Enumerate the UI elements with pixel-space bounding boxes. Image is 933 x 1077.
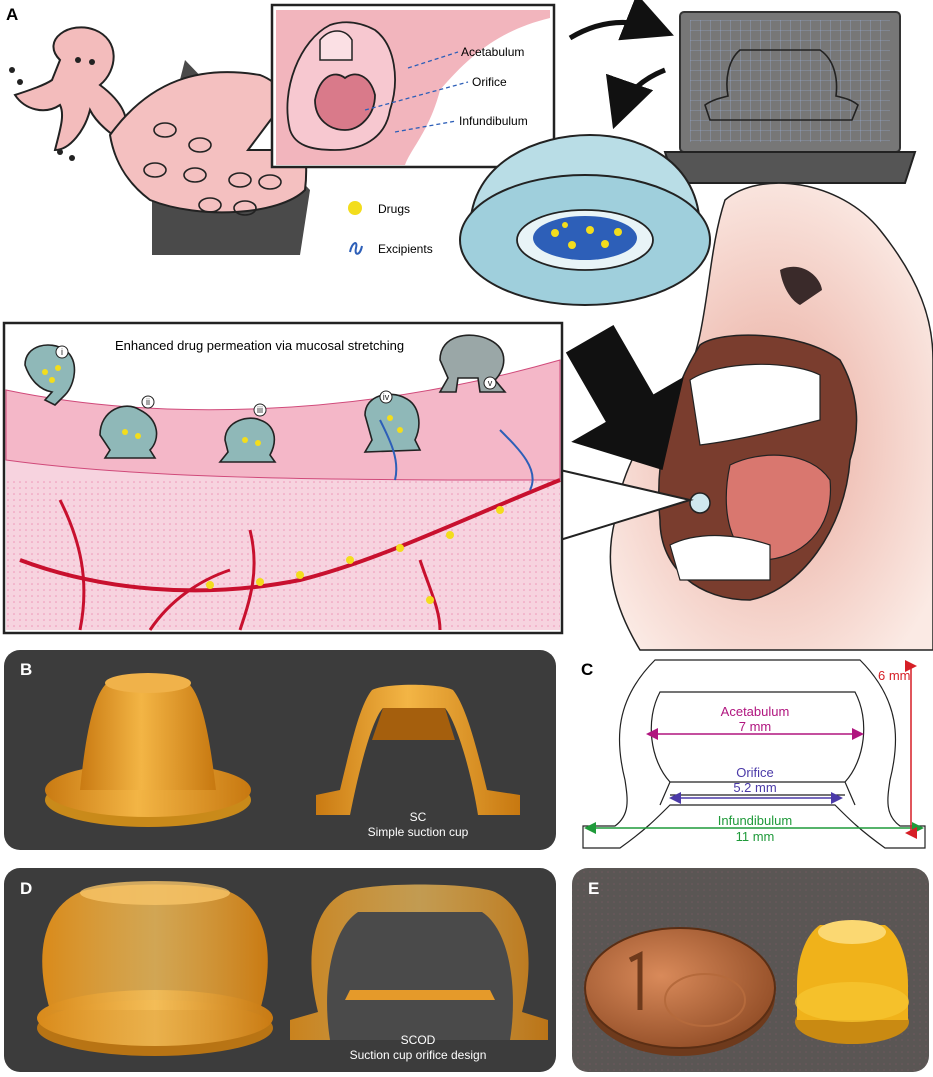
octopus-illustration xyxy=(9,26,127,161)
sc-name: Simple suction cup xyxy=(368,825,469,839)
dim-orifice-label: Orifice xyxy=(736,765,774,780)
stage-v: v xyxy=(488,378,493,388)
panel-b-label: B xyxy=(20,660,32,679)
sc-cup-render xyxy=(45,673,251,827)
printed-device-photo xyxy=(795,920,909,1044)
suction-device-illustration xyxy=(459,133,711,306)
scod-cup-render xyxy=(37,881,273,1056)
label-acetabulum: Acetabulum xyxy=(461,45,524,59)
scod-code: SCOD xyxy=(401,1033,436,1047)
sc-code: SC xyxy=(410,810,427,824)
sc-cup-cross-section xyxy=(316,684,520,815)
application-arrow-icon xyxy=(565,325,684,470)
panel-c-label: C xyxy=(581,660,593,679)
panel-d-label: D xyxy=(20,879,32,898)
tentacle-illustration xyxy=(108,60,310,255)
stage-iv: iv xyxy=(383,392,390,402)
legend-drugs: Drugs xyxy=(378,202,410,216)
scod-cup-cross-section xyxy=(290,884,548,1040)
permeation-title: Enhanced drug permeation via mucosal str… xyxy=(115,338,404,353)
permeation-panel: Enhanced drug permeation via mucosal str… xyxy=(2,321,694,635)
arrow-to-laptop-icon xyxy=(568,0,674,41)
dim-orifice-value: 5.2 mm xyxy=(733,780,776,795)
face-illustration xyxy=(609,182,933,651)
excipient-marker-icon xyxy=(349,242,363,255)
applied-device-icon xyxy=(689,492,711,514)
stage-i: i xyxy=(61,347,63,357)
laptop-illustration xyxy=(663,11,917,184)
legend: Drugs Excipients xyxy=(348,201,433,256)
label-infundibulum: Infundibulum xyxy=(459,114,528,128)
panel-c: C Acetabulum 7 mm Orifice 5.2 mm Infundi… xyxy=(581,659,926,849)
dim-acetabulum-label: Acetabulum xyxy=(721,704,790,719)
stage-ii: ii xyxy=(146,397,150,407)
label-orifice: Orifice xyxy=(472,75,507,89)
arrow-to-device-icon xyxy=(605,67,666,130)
panel-e: E xyxy=(572,868,929,1072)
coin-photo xyxy=(584,927,776,1056)
scod-name: Suction cup orifice design xyxy=(350,1048,487,1062)
dim-height-value: 6 mm xyxy=(878,668,911,683)
dim-infundibulum-value: 11 mm xyxy=(736,829,775,844)
dim-infundibulum-label: Infundibulum xyxy=(718,813,792,828)
panel-a: A A xyxy=(2,0,933,651)
stage-iii: iii xyxy=(257,405,263,415)
panel-e-label: E xyxy=(588,879,599,898)
panel-a-label: A xyxy=(6,5,18,24)
panel-d: D SCOD Suction cup orifice design xyxy=(4,868,556,1072)
drug-marker-icon xyxy=(348,201,362,215)
panel-b: B SC Simple suction cup xyxy=(4,650,556,850)
dim-acetabulum-value: 7 mm xyxy=(739,719,772,734)
sucker-zoom-box: Acetabulum Orifice Infundibulum xyxy=(246,3,556,169)
legend-excipients: Excipients xyxy=(378,242,433,256)
